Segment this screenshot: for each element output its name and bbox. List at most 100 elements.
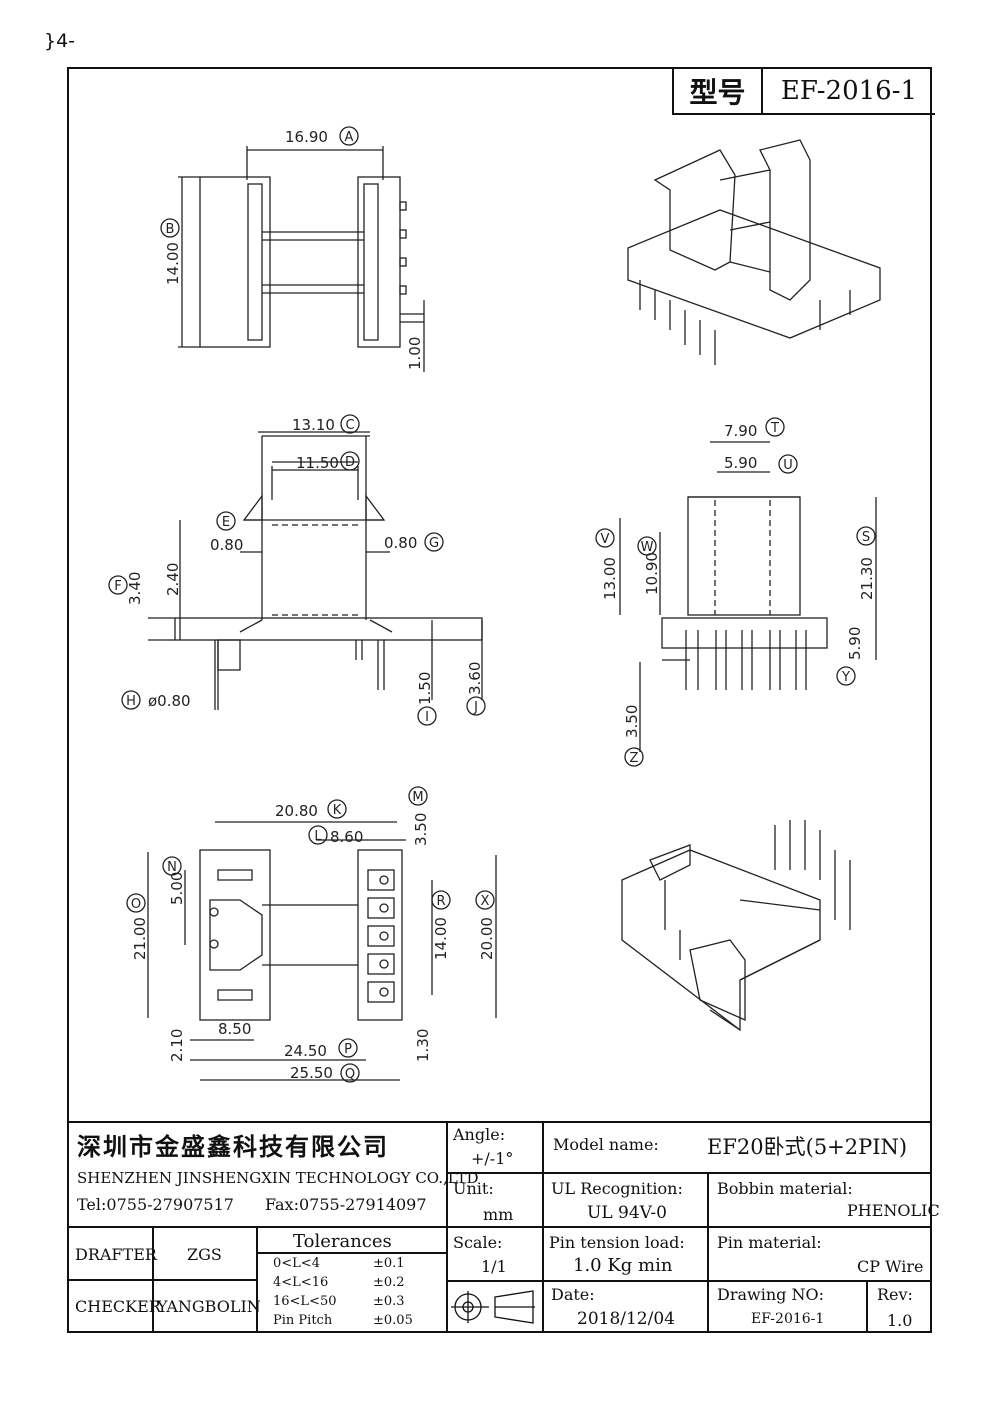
- marker-g-circle: [424, 532, 444, 552]
- side-view: [619, 441, 877, 752]
- tol-value-3: ±0.05: [373, 1313, 413, 1328]
- page-corner-label: }4-: [44, 30, 76, 52]
- marker-z-circle: [624, 747, 644, 767]
- company-tel: Tel:0755-27907517: [77, 1195, 234, 1214]
- dim-U-value: 5.90: [724, 454, 757, 472]
- model-box: 型号 EF-2016-1: [672, 69, 935, 115]
- title-block: 深圳市金盛鑫科技有限公司 SHENZHEN JINSHENGXIN TECHNO…: [67, 1121, 940, 1333]
- marker-j-circle: [466, 696, 486, 716]
- marker-q-circle: [340, 1063, 360, 1083]
- marker-v-circle: [595, 528, 615, 548]
- tol-range-3: Pin Pitch: [273, 1313, 333, 1328]
- marker-g-letter: G: [429, 536, 439, 551]
- dim-Z-value: 3.50: [623, 705, 641, 738]
- marker-u-circle: [778, 454, 798, 474]
- ul-value: UL 94V-0: [587, 1203, 667, 1223]
- unit-label: Unit:: [453, 1179, 494, 1198]
- dim-F2-value: 2.40: [164, 563, 182, 596]
- angle-label: Angle:: [453, 1125, 506, 1144]
- model-box-value: EF-2016-1: [780, 76, 918, 106]
- marker-j-letter: J: [473, 700, 478, 715]
- marker-b-circle: [160, 218, 180, 238]
- date-value: 2018/12/04: [577, 1309, 675, 1329]
- dim-M-value: 3.50: [412, 813, 430, 846]
- side-view-labels: 7.90 5.90 13.00 10.90 21.30 5.90 3.50: [601, 422, 876, 738]
- marker-m-circle: [408, 786, 428, 806]
- dim-N-value: 5.00: [168, 872, 186, 905]
- marker-t-letter: T: [770, 421, 779, 436]
- marker-c-circle: [340, 414, 360, 434]
- pin-tension-value: 1.0 Kg min: [573, 1255, 673, 1276]
- bobbin-value: PHENOLIC: [847, 1201, 940, 1220]
- dim-K-value: 20.80: [275, 802, 318, 820]
- dim-C-value: 13.10: [292, 416, 335, 434]
- dim-A-value: 16.90: [285, 128, 328, 146]
- dim-D-value: 11.50: [296, 454, 339, 472]
- dim-pin-value: 1.00: [406, 337, 424, 370]
- company-name-en: SHENZHEN JINSHENGXIN TECHNOLOGY CO.,LTD: [77, 1169, 479, 1187]
- rev-label: Rev:: [877, 1285, 913, 1304]
- marker-b-letter: B: [166, 222, 175, 237]
- marker-r-letter: R: [436, 894, 445, 909]
- marker-z-letter: Z: [630, 751, 639, 766]
- marker-f-circle: [108, 575, 128, 595]
- dim-T-value: 7.90: [724, 422, 757, 440]
- front-view-labels: 13.10 11.50 0.80 0.80 3.40 2.40 ø0.80 1.…: [126, 416, 484, 710]
- marker-f-letter: F: [114, 579, 121, 594]
- marker-s-circle: [856, 526, 876, 546]
- marker-u-letter: U: [783, 458, 793, 473]
- marker-t-circle: [765, 417, 785, 437]
- model-name-label: Model name:: [553, 1135, 659, 1154]
- marker-v-letter: V: [601, 532, 610, 547]
- model-name-value: EF20卧式(5+2PIN): [707, 1135, 908, 1159]
- company-fax: Fax:0755-27914097: [265, 1195, 427, 1214]
- marker-m-letter: M: [412, 790, 423, 805]
- dim-B-value: 14.00: [164, 242, 182, 285]
- dim-n1-value: 2.10: [168, 1029, 186, 1062]
- marker-o-letter: O: [131, 897, 141, 912]
- marker-o-circle: [126, 893, 146, 913]
- marker-s-letter: S: [862, 530, 870, 545]
- marker-x-circle: [475, 890, 495, 910]
- tol-range-0: 0<L<4: [273, 1256, 320, 1271]
- iso-view-upper: [627, 139, 881, 365]
- dim-n2-value: 8.50: [218, 1020, 251, 1038]
- top-view-labels: 16.90 14.00 1.00: [164, 128, 424, 370]
- drawing-frame: 型号 EF-2016-1: [67, 67, 935, 1333]
- marker-c-letter: C: [345, 418, 354, 433]
- model-box-label: 型号: [674, 69, 763, 113]
- marker-i-letter: I: [425, 710, 429, 725]
- tol-value-1: ±0.2: [373, 1275, 405, 1290]
- marker-y-circle: [836, 666, 856, 686]
- marker-h-letter: H: [126, 694, 136, 709]
- marker-w-circle: [637, 536, 657, 556]
- title-block-grid: [67, 1121, 932, 1333]
- tol-range-1: 4<L<16: [273, 1275, 329, 1290]
- dim-Y-value: 5.90: [846, 627, 864, 660]
- dim-R-value: 14.00: [432, 917, 450, 960]
- marker-p-circle: [338, 1038, 358, 1058]
- marker-a-letter: A: [345, 130, 354, 145]
- tolerances-label: Tolerances: [293, 1231, 392, 1252]
- drafter-value: ZGS: [187, 1245, 222, 1264]
- pin-material-label: Pin material:: [717, 1233, 822, 1252]
- dim-G-value: 0.80: [384, 534, 417, 552]
- dim-E-value: 0.80: [210, 536, 243, 554]
- pin-tension-label: Pin tension load:: [549, 1233, 685, 1252]
- checker-value: YANGBOLIN: [157, 1297, 261, 1316]
- dim-O-value: 21.00: [131, 917, 149, 960]
- bottom-view: [147, 821, 497, 1081]
- company-name-cn: 深圳市金盛鑫科技有限公司: [77, 1132, 389, 1161]
- marker-k-circle: [327, 799, 347, 819]
- bottom-view-labels: 20.80 8.60 3.50 5.00 21.00 14.00 20.00 2…: [131, 802, 496, 1082]
- marker-w-letter: W: [641, 540, 654, 555]
- marker-x-letter: X: [481, 894, 490, 909]
- dim-H-value: ø0.80: [148, 692, 191, 710]
- checker-label: CHECKER: [75, 1297, 161, 1316]
- marker-n-circle: [162, 856, 182, 876]
- tol-value-0: ±0.1: [373, 1256, 405, 1271]
- dim-X-value: 20.00: [478, 917, 496, 960]
- front-view: [148, 431, 483, 710]
